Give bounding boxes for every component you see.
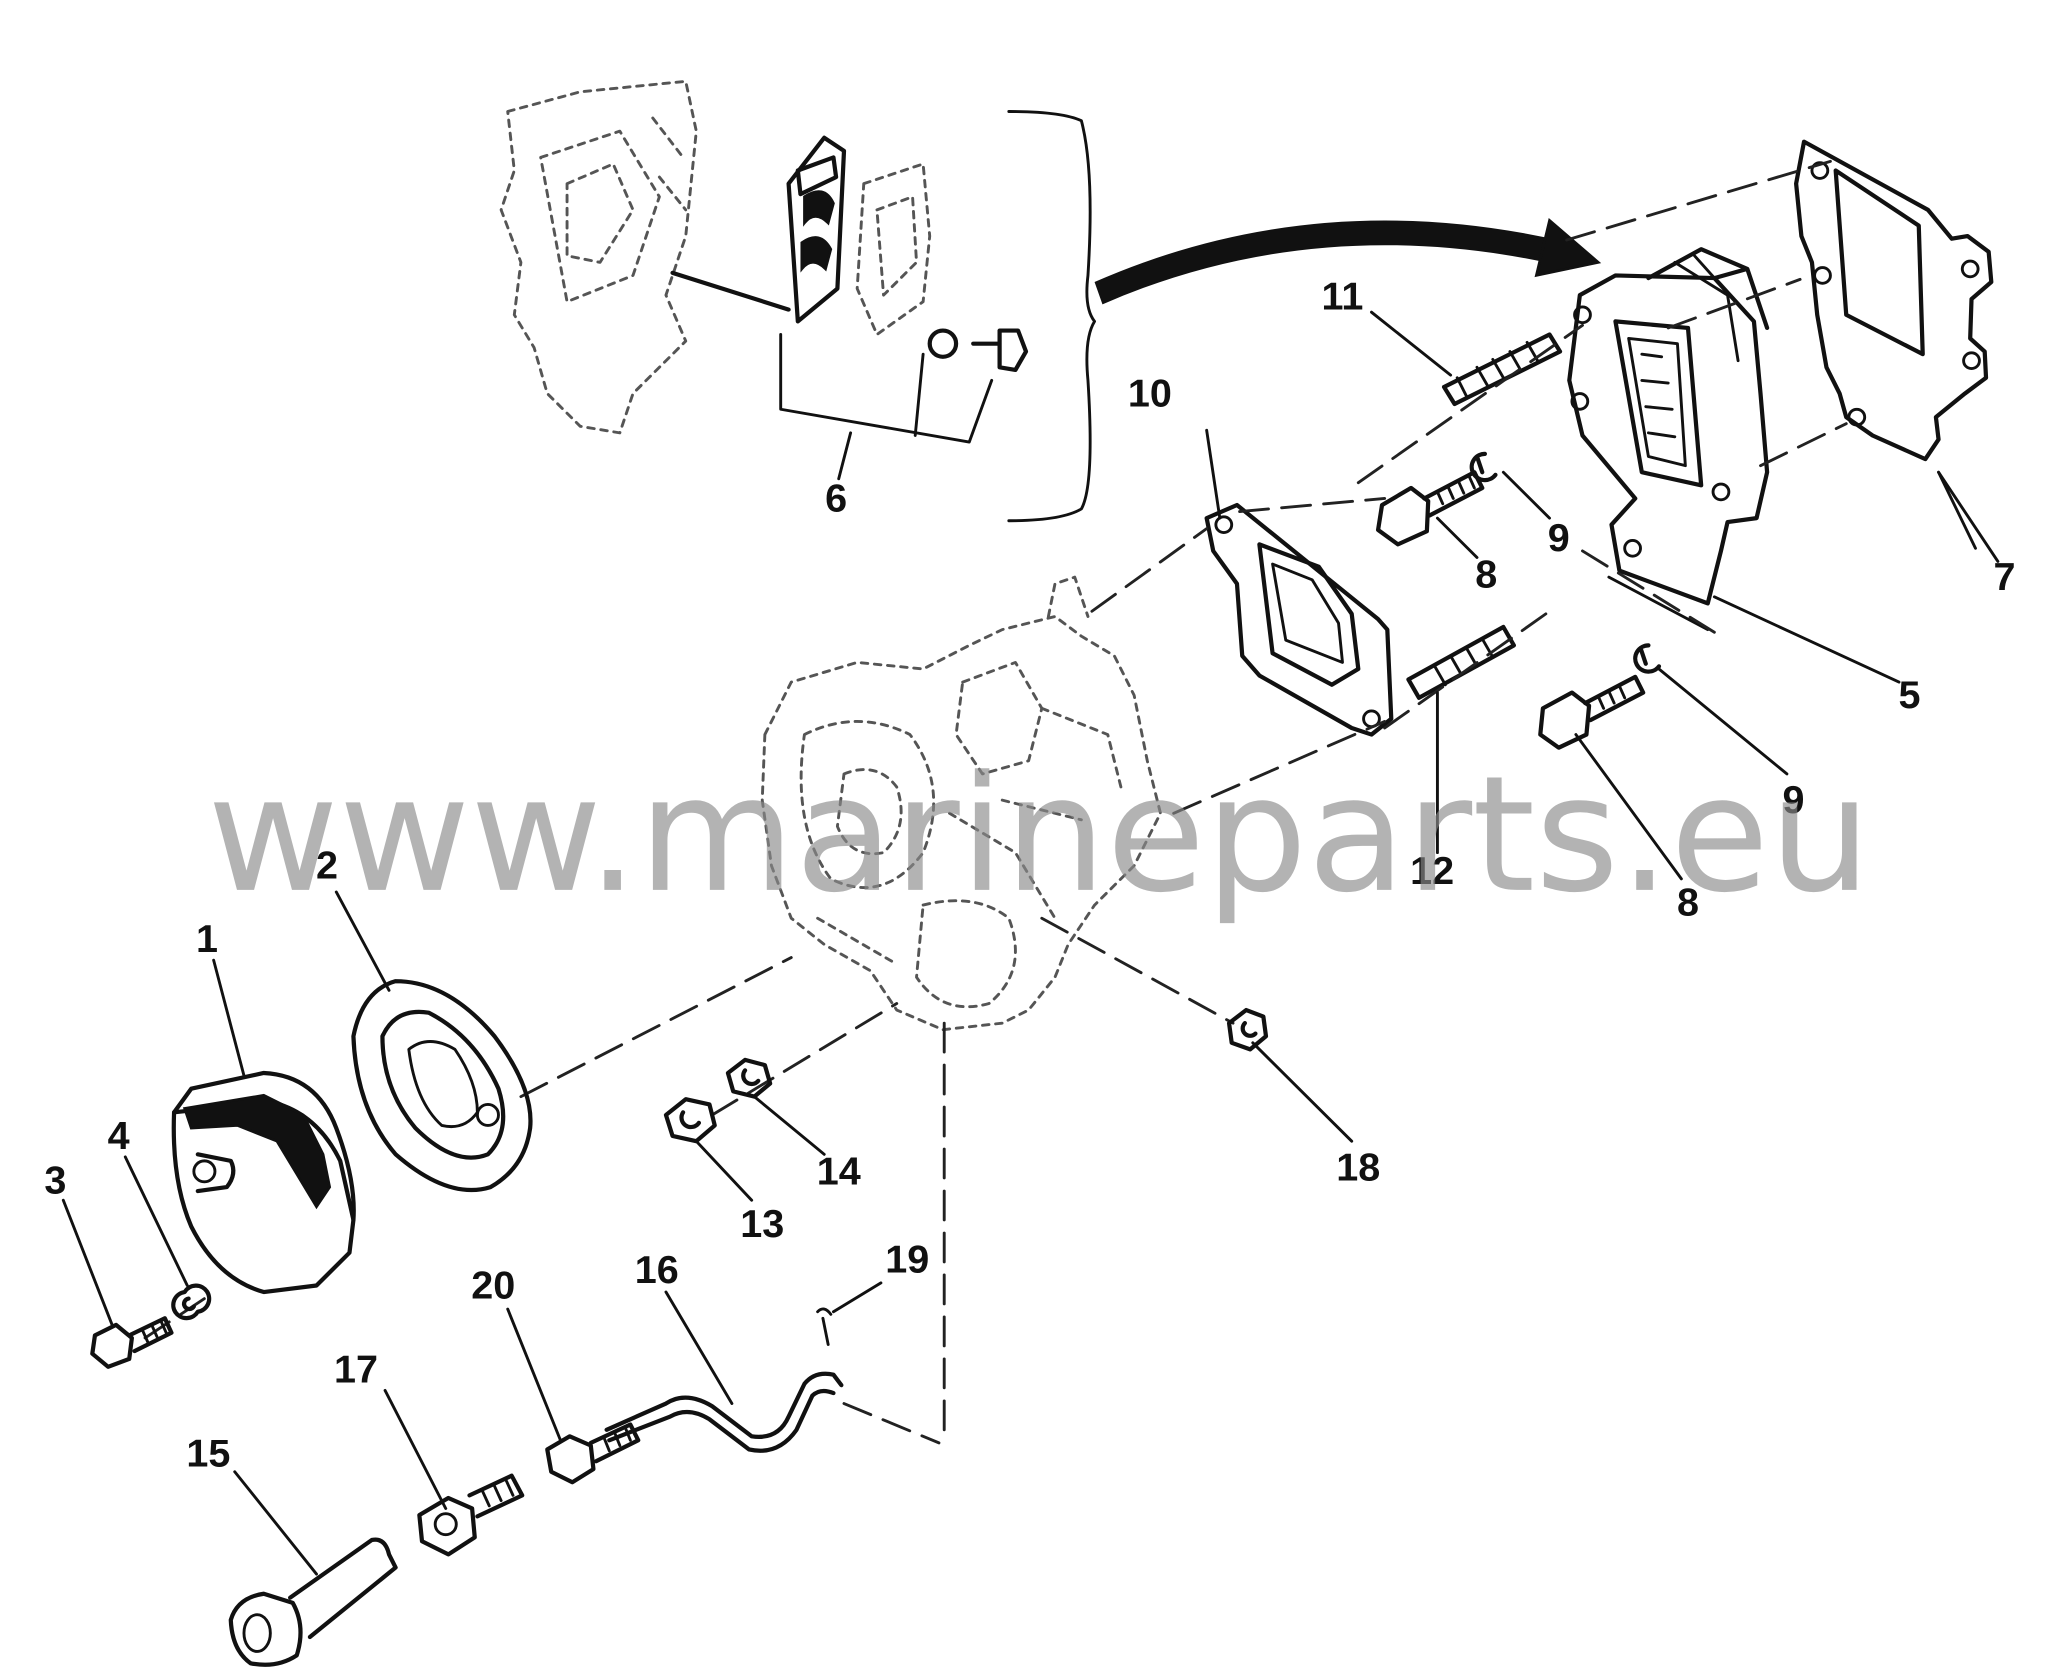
inset-lockwasher [927, 328, 959, 359]
callout-11: 11 [1322, 275, 1364, 319]
washer-4 [171, 1283, 212, 1321]
callout-numbers: 1 2 3 4 5 6 7 8 8 9 9 10 11 12 13 14 15 … [44, 275, 2015, 1476]
callout-13: 13 [740, 1202, 784, 1246]
callout-1: 1 [196, 917, 218, 961]
powerhead-ghost [760, 575, 1162, 1032]
screw-3 [90, 1316, 174, 1369]
callout-2: 2 [316, 844, 338, 888]
gasket-10 [1204, 502, 1394, 737]
inset-reed-stop [795, 155, 839, 197]
callout-16: 16 [635, 1248, 679, 1292]
leader-lines [61, 310, 2000, 1576]
gasket-7 [1794, 139, 1994, 462]
nut-13 [663, 1097, 717, 1144]
callout-19: 19 [885, 1237, 929, 1281]
callout-10: 10 [1128, 372, 1172, 416]
clamp-19 [816, 1307, 833, 1346]
reed-valve-block-5 [1567, 247, 1770, 632]
screw-8-lower [1538, 674, 1646, 750]
callout-14: 14 [817, 1149, 861, 1193]
arrow-head [1534, 217, 1602, 278]
inset-bracket-6 [779, 333, 994, 444]
inset-reed-valve-detail [499, 79, 1097, 523]
inset-reed-block [786, 135, 847, 324]
callout-6: 6 [825, 477, 847, 521]
callout-9-lower: 9 [1782, 778, 1804, 822]
callout-5: 5 [1899, 673, 1921, 717]
inset-crankcase-ghost [499, 79, 698, 435]
callout-7: 7 [1993, 555, 2015, 599]
washer-9-upper [1469, 451, 1498, 483]
callout-8-upper: 8 [1475, 553, 1497, 597]
flush-plug-15 [228, 1537, 398, 1667]
stud-11 [1441, 332, 1563, 407]
callout-20: 20 [471, 1264, 515, 1308]
callout-12: 12 [1410, 849, 1454, 893]
arrow-body [1094, 220, 1570, 305]
inset-gasket-ghost [855, 162, 932, 336]
watermark-text: www.marineparts.eu [207, 741, 1871, 928]
adapter-plate-2 [351, 979, 533, 1193]
callout-18: 18 [1336, 1146, 1380, 1190]
silencer-cover-1 [171, 1070, 356, 1295]
inset-brace [1007, 110, 1097, 523]
stud-12 [1406, 624, 1517, 700]
callout-17: 17 [334, 1348, 378, 1392]
fitting-20 [545, 1422, 641, 1485]
callout-3: 3 [44, 1159, 66, 1203]
nut-18 [1226, 1007, 1269, 1052]
callout-9-upper: 9 [1548, 516, 1570, 560]
screw-17 [417, 1473, 525, 1557]
nut-14 [725, 1057, 773, 1099]
drain-tube-16 [604, 1371, 844, 1453]
callout-8-lower: 8 [1677, 881, 1699, 925]
callout-4: 4 [108, 1114, 130, 1158]
inset-reed-petals [800, 190, 835, 273]
transfer-arrow [1094, 217, 1602, 305]
screw-8-upper [1375, 470, 1485, 547]
callout-15: 15 [186, 1431, 230, 1475]
washer-9-lower [1633, 643, 1662, 674]
inset-screw [971, 328, 1029, 373]
